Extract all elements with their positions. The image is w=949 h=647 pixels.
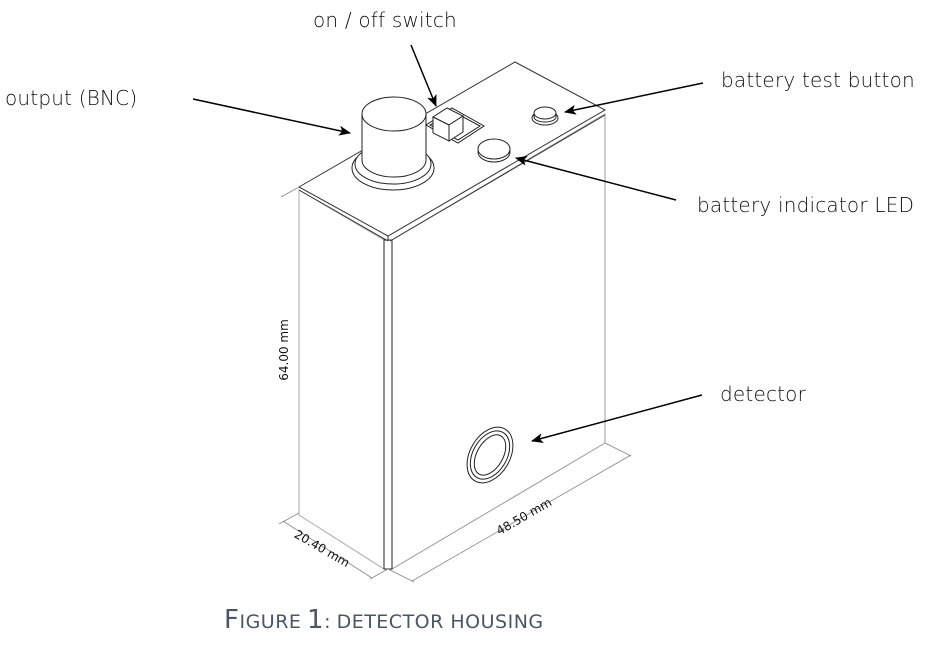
figure-caption: FIGURE 1: DETECTOR HOUSING	[224, 605, 664, 635]
test-button-label: battery test button	[721, 68, 915, 92]
output-label: output (BNC)	[5, 86, 138, 110]
caption-initial: F	[224, 605, 240, 635]
bnc-connector	[351, 96, 435, 191]
test-button-arrow	[564, 82, 704, 115]
detector-window	[466, 426, 514, 484]
corner-edge	[383, 239, 393, 570]
dimension-lines	[278, 186, 632, 583]
left-face	[298, 189, 385, 570]
housing-body	[297, 61, 607, 570]
detector-arrow	[531, 394, 703, 443]
led-arrow	[515, 155, 677, 201]
switch-label: on / off switch	[313, 8, 457, 32]
detector-label: detector	[720, 382, 807, 406]
power-switch	[425, 107, 485, 144]
caption-word: IGURE	[239, 611, 302, 633]
battery-test-button-shape	[531, 106, 559, 126]
output-arrow	[192, 98, 351, 136]
caption-number: 1	[307, 605, 325, 635]
height-dimension: 64.00 mm	[277, 319, 291, 381]
led-label: battery indicator LED	[697, 193, 915, 217]
top-face	[297, 61, 607, 237]
top-bevel-right	[389, 114, 606, 242]
top-bevel-left	[298, 189, 389, 242]
battery-led	[477, 138, 511, 163]
caption-title: DETECTOR HOUSING	[336, 611, 544, 633]
caption-separator: :	[324, 611, 331, 633]
callout-arrows	[192, 44, 704, 443]
switch-arrow	[410, 44, 437, 107]
